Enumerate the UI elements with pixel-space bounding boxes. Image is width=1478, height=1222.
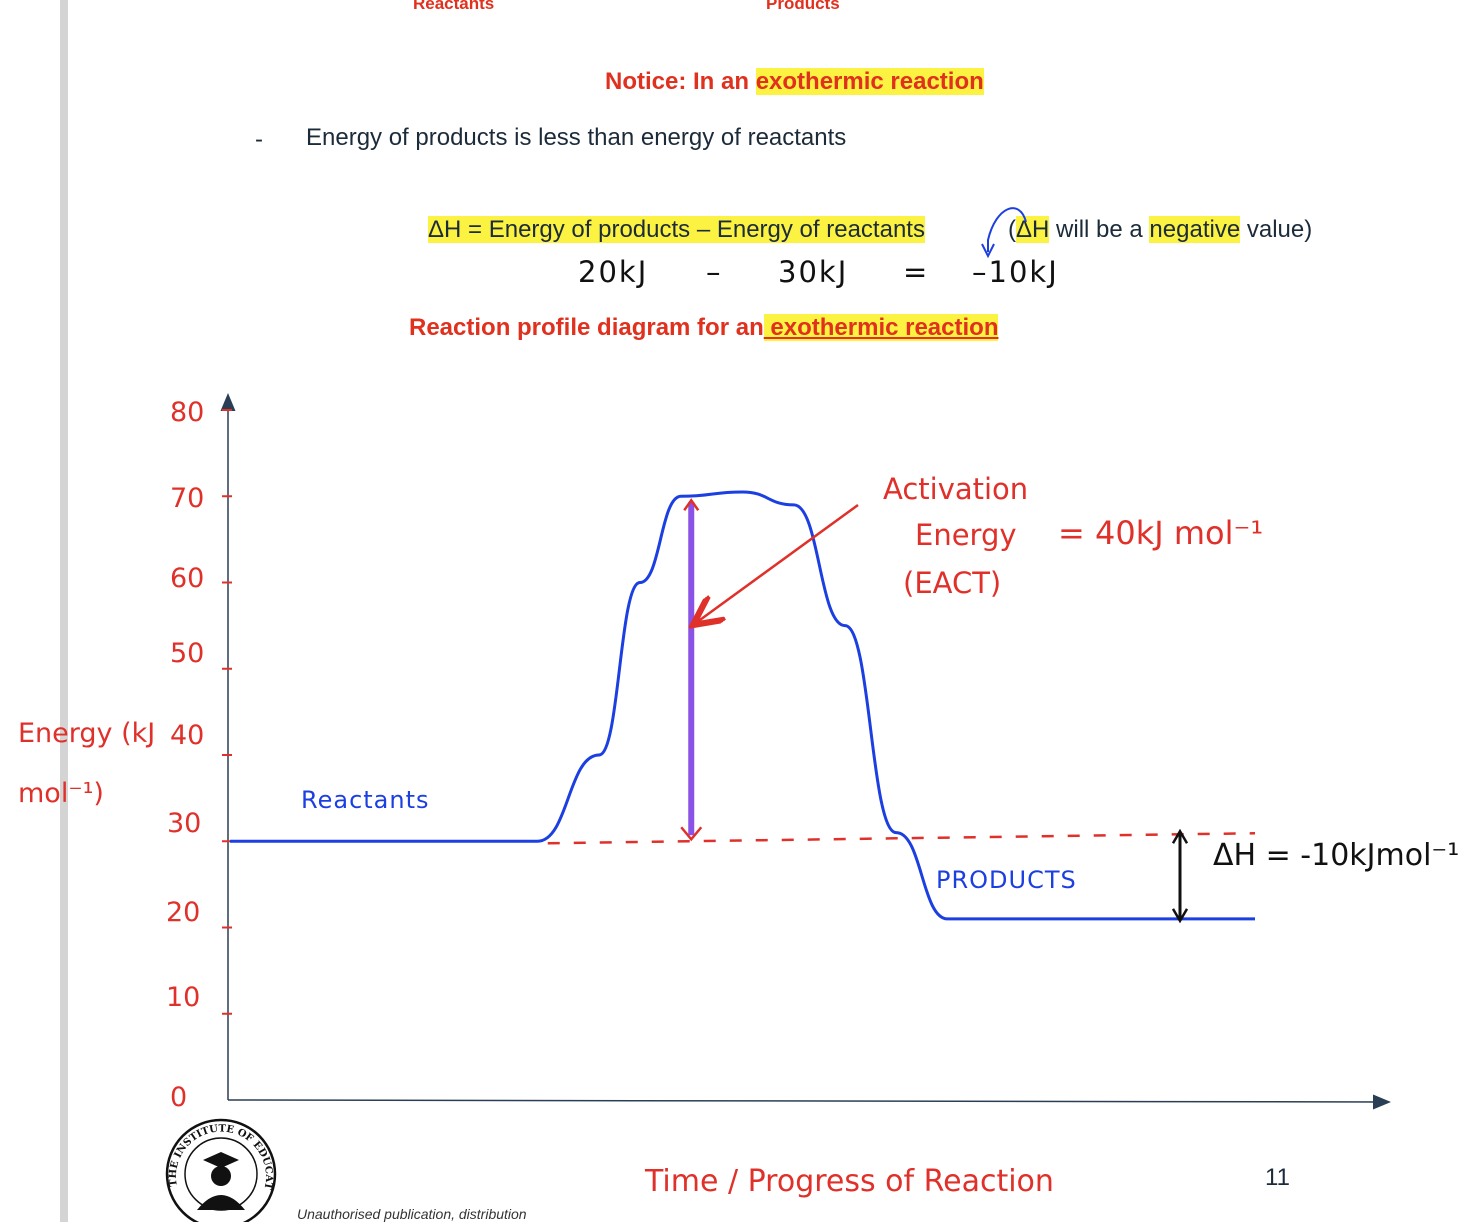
products-label: PRODUCTS [936,866,1077,894]
note-delta-h: ΔH [1016,216,1050,243]
formula-text: ΔH = Energy of products – Energy of reac… [428,216,925,243]
delta-h-formula: ΔH = Energy of products – Energy of reac… [428,216,925,244]
y-tick-0: 0 [170,1082,188,1113]
y-tick-70: 70 [170,483,205,514]
calc-result: –10kJ [972,255,1059,289]
y-tick-marks [222,409,232,1015]
calc-reactants: 30kJ [778,255,849,289]
activation-energy-arrowheads [680,498,703,842]
calc-curved-arrow [987,207,1027,252]
y-tick-60: 60 [170,563,205,594]
previous-header-products: Products [766,0,840,13]
notice-heading: Notice: In an exothermic reaction [605,68,984,96]
activation-label-line2: Energy [915,518,1017,552]
x-axis-label: Time / Progress of Reaction [645,1164,1054,1199]
page-margin-rule [60,0,68,1222]
previous-header-reactants: Reactants [413,0,495,13]
profile-title-prefix: Reaction profile diagram for an [409,314,764,341]
x-axis [227,1094,1391,1110]
activation-label-line1: Activation [883,472,1029,506]
y-tick-50: 50 [170,638,205,669]
y-tick-20: 20 [166,897,201,928]
activation-pointer-arrow [693,503,859,625]
delta-h-value: ΔH = -10kJmol⁻¹ [1213,838,1460,873]
page-number: 11 [1265,1164,1290,1191]
calc-minus: – [706,255,723,289]
y-tick-10: 10 [166,982,201,1013]
calc-products: 20kJ [578,255,649,289]
footer-text: Unauthorised publication, distribution [297,1206,527,1222]
notice-highlight: exothermic reaction [755,68,984,95]
y-tick-80: 80 [170,397,205,428]
calc-curved-arrow-head [981,243,995,259]
y-tick-30: 30 [167,808,202,839]
energy-profile-curve [230,490,1255,921]
activation-label-line3: (EACT) [903,566,1002,600]
page-left-margin [0,0,58,1222]
y-axis-label: Energy (kJ mol⁻¹) [18,718,156,809]
profile-title: Reaction profile diagram for an exotherm… [409,314,999,342]
negative-value-note: (ΔH will be a negative value) [1008,216,1313,243]
activation-energy-value: = 40kJ mol⁻¹ [1058,514,1264,552]
bullet-dash: - [255,126,263,153]
notice-prefix: Notice: In an [605,68,756,95]
bullet-text: Energy of products is less than energy o… [306,124,847,151]
y-tick-40: 40 [170,720,205,751]
note-negative: negative [1149,216,1241,243]
calc-equals: = [903,255,930,289]
delta-h-arrowheads [1171,828,1189,924]
profile-title-highlight: exothermic reaction [763,314,999,341]
reactants-label: Reactants [301,786,430,814]
institute-logo: THE INSTITUTE OF EDUCATION [163,1116,277,1222]
